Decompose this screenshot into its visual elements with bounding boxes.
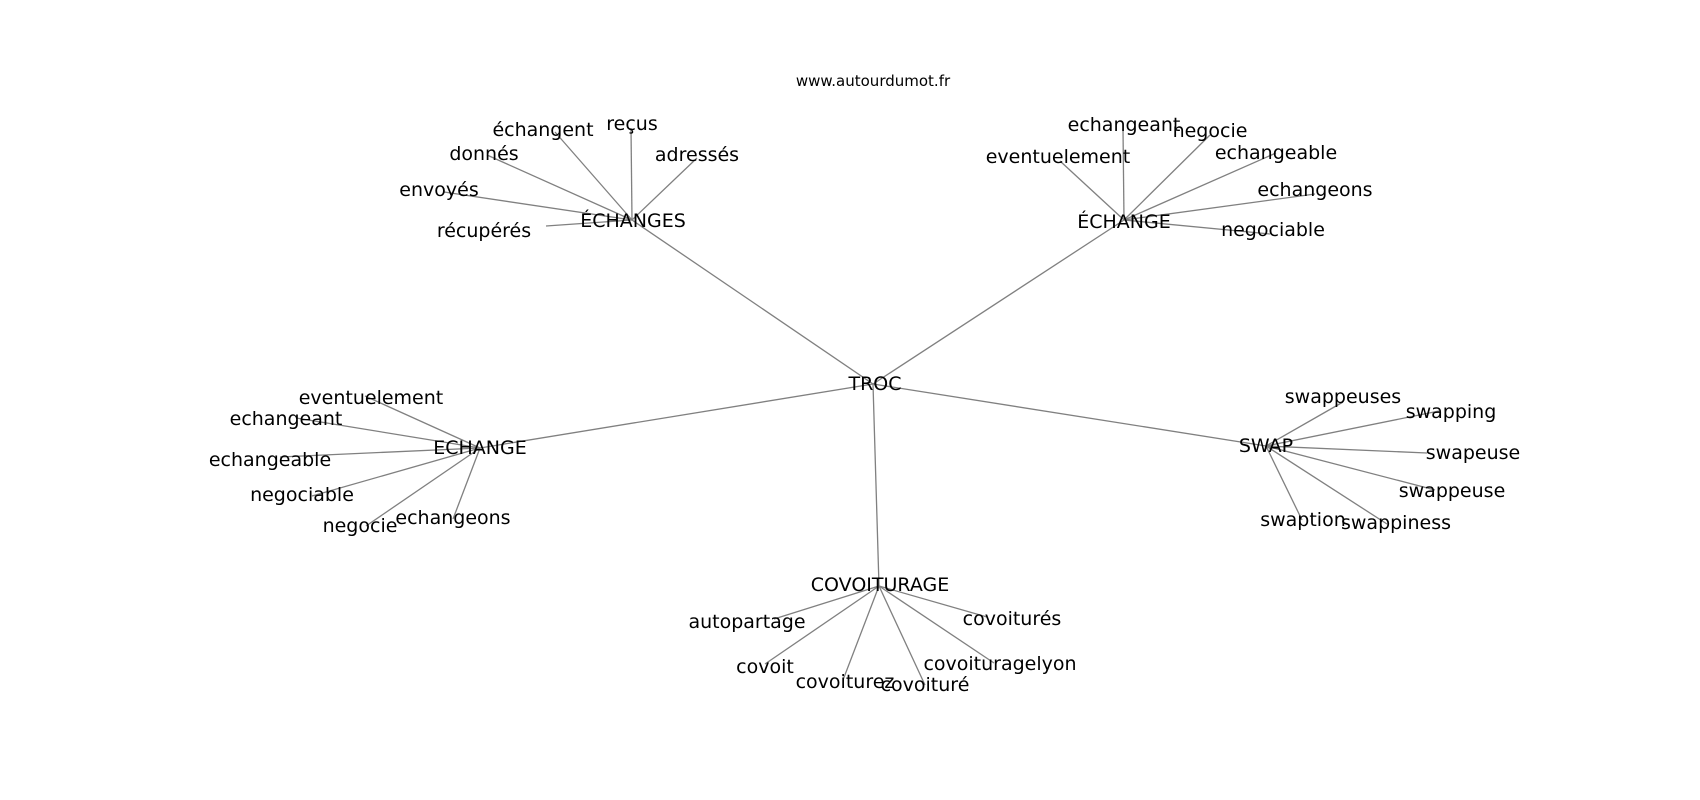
leaf-edge: [279, 447, 481, 458]
leaf-node-label: swapping: [1406, 401, 1497, 423]
leaf-node-label: echangeable: [209, 449, 331, 471]
leaf-node-label: récupérés: [437, 220, 531, 242]
leaf-node-label: echangeant: [230, 408, 343, 430]
leaf-node-label: negociable: [250, 484, 354, 506]
leaf-node-label: covoituré: [881, 674, 970, 696]
leaf-edge: [1265, 445, 1388, 525]
leaf-edge: [1059, 160, 1125, 221]
leaf-edge: [1122, 128, 1125, 221]
leaf-edge: [486, 154, 633, 221]
leaf-edge: [1265, 410, 1440, 447]
leaf-node-label: swappeuses: [1285, 386, 1401, 408]
leaf-edge: [1265, 401, 1344, 447]
leaf-edge: [878, 585, 995, 664]
leaf-node-label: eventuelement: [299, 387, 444, 409]
leaf-edge: [1123, 152, 1277, 221]
group-node-label: ECHANGE: [433, 437, 527, 459]
group-node-label: ÉCHANGES: [580, 209, 686, 232]
leaf-edge: [443, 191, 633, 221]
leaf-node-label: covoit: [736, 656, 794, 678]
leaf-node-label: echangeons: [395, 507, 510, 529]
leaf-edge: [773, 585, 880, 620]
root-edge: [872, 219, 1125, 385]
leaf-node-label: covoiturez: [796, 671, 895, 693]
leaf-edge: [452, 447, 481, 520]
leaf-node-label: covoituragelyon: [923, 653, 1076, 675]
leaf-node-label: echangeons: [1257, 179, 1372, 201]
leaf-edge: [764, 585, 880, 665]
leaf-edge: [878, 585, 926, 686]
root-node-label: TROC: [847, 373, 901, 395]
leaf-node-label: swappiness: [1341, 512, 1451, 534]
leaf-edge: [878, 585, 988, 618]
leaf-edge: [1265, 445, 1303, 521]
leaf-node-label: swaption: [1260, 509, 1346, 531]
leaf-edge: [631, 157, 698, 221]
root-edge: [479, 383, 874, 449]
leaf-edge: [295, 417, 481, 449]
leaf-edge: [365, 447, 481, 527]
leaf-edge: [1123, 193, 1316, 221]
leaf-node-label: échangent: [492, 119, 593, 141]
leaf-edge: [1265, 445, 1428, 454]
leaf-node-label: negocie: [1173, 120, 1248, 142]
leaf-edge: [554, 131, 633, 221]
root-edge: [631, 219, 874, 385]
leaf-node-label: reçus: [606, 113, 657, 135]
root-edge: [872, 383, 880, 587]
leaf-edge: [630, 127, 633, 221]
leaf-edge: [842, 585, 880, 681]
root-edge: [872, 383, 1267, 447]
leaf-node-label: echangeant: [1068, 114, 1181, 136]
leaf-edge: [1123, 219, 1271, 235]
leaf-node-label: covoiturés: [963, 608, 1062, 630]
leaf-edge: [1123, 134, 1211, 221]
leaf-node-label: negocie: [323, 515, 398, 537]
leaf-edge: [545, 219, 633, 227]
leaf-node-label: swapeuse: [1426, 442, 1520, 464]
leaf-node-label: swappeuse: [1399, 480, 1506, 502]
leaf-node-label: echangeable: [1215, 142, 1337, 164]
leaf-node-label: autopartage: [688, 611, 805, 633]
leaf-node-label: negociable: [1221, 219, 1325, 241]
group-node-label: SWAP: [1239, 435, 1293, 457]
group-node-label: COVOITURAGE: [811, 574, 949, 596]
leaf-node-label: eventuelement: [986, 146, 1131, 168]
leaf-node-label: envoyés: [399, 179, 478, 201]
leaf-edge: [311, 447, 481, 497]
leaf-edge: [1265, 445, 1436, 491]
leaf-edge: [364, 395, 481, 449]
leaf-node-label: donnés: [449, 143, 518, 165]
watermark-text: www.autourdumot.fr: [795, 72, 951, 90]
group-node-label: ÉCHANGE: [1077, 210, 1171, 233]
leaf-node-label: adressés: [655, 144, 739, 166]
